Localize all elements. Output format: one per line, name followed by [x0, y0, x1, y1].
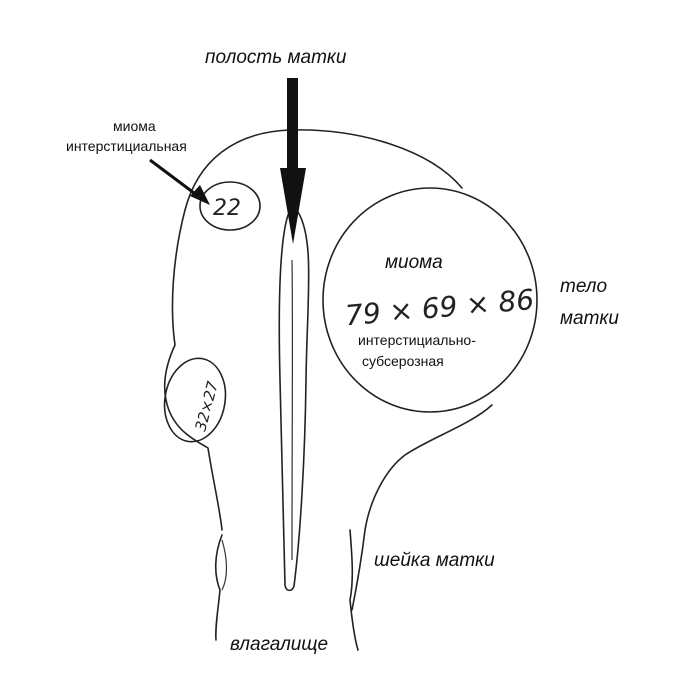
label-uterine-cavity: полость матки	[205, 47, 347, 68]
small-myoma-top	[199, 181, 261, 231]
cervix-inner-left	[221, 539, 228, 591]
label-myoma-interstitial-2: интерстициальная	[66, 138, 187, 154]
small-myoma-left	[163, 357, 227, 443]
myoma-pointer-head	[190, 185, 210, 205]
label-large-myoma-size: 79 × 69 × 86	[344, 283, 536, 332]
large-myoma	[322, 187, 538, 413]
label-uterus-body-1: тело	[560, 276, 607, 297]
label-vagina: влагалище	[230, 634, 328, 655]
uterus-right-lower	[351, 404, 493, 611]
uterus-outline	[163, 129, 463, 531]
uterine-cavity	[278, 211, 310, 592]
label-myoma-interstitial-1: миома	[113, 118, 156, 134]
cervix-left	[214, 534, 223, 641]
myoma-pointer-line	[149, 158, 199, 198]
label-large-myoma-type-1: интерстициально-	[358, 332, 476, 348]
label-large-myoma-type-2: субсерозная	[362, 353, 444, 369]
cavity-arrow-head	[280, 168, 306, 244]
node-small-top-size: 22	[213, 196, 241, 221]
cavity-arrow-shaft	[287, 78, 298, 190]
cervix-right	[349, 529, 359, 651]
label-large-myoma-title: миома	[385, 252, 443, 273]
label-cervix: шейка матки	[374, 550, 495, 571]
label-uterus-body-2: матки	[560, 308, 619, 329]
